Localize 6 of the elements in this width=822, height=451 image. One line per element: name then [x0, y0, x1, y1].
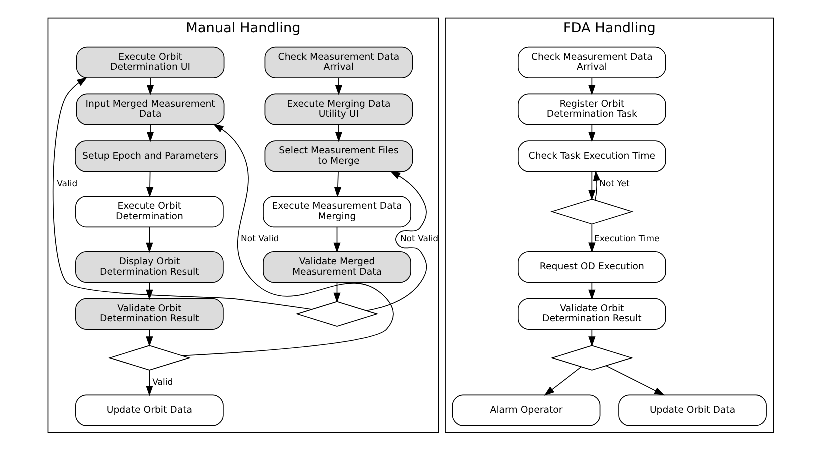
edge-label: Not Valid [400, 234, 439, 245]
edge-label: Valid [152, 378, 174, 388]
edge-label: Not Yet [600, 179, 630, 190]
edge-label: Not Valid [241, 234, 280, 245]
edge-label: Valid [57, 179, 78, 190]
edge-label: Execution Time [594, 234, 660, 245]
